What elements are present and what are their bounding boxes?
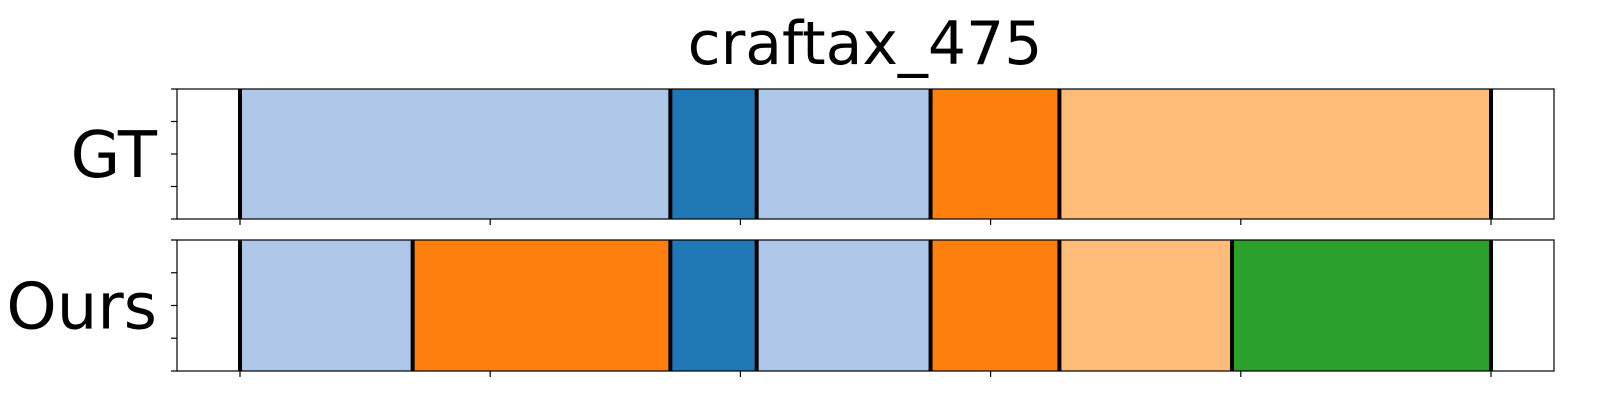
segment-0-3: [930, 89, 1060, 219]
row-panel-0: GT: [71, 88, 1555, 225]
segment-1-2: [670, 240, 757, 371]
segment-1-1: [412, 240, 671, 371]
row-label-1: Ours: [6, 271, 157, 345]
segment-0-2: [756, 89, 931, 219]
chart-title: craftax_475: [688, 9, 1043, 79]
segment-0-1: [670, 89, 757, 219]
segment-1-6: [1232, 240, 1491, 371]
segment-1-4: [930, 240, 1060, 371]
segment-1-0: [240, 240, 413, 371]
row-panel-1: Ours: [6, 239, 1555, 377]
segment-0-4: [1059, 89, 1491, 219]
segment-1-3: [756, 240, 931, 371]
segment-0-0: [240, 89, 671, 219]
segment-1-5: [1059, 240, 1233, 371]
row-label-0: GT: [71, 119, 158, 193]
rows-layer: GT Ours: [6, 88, 1555, 377]
